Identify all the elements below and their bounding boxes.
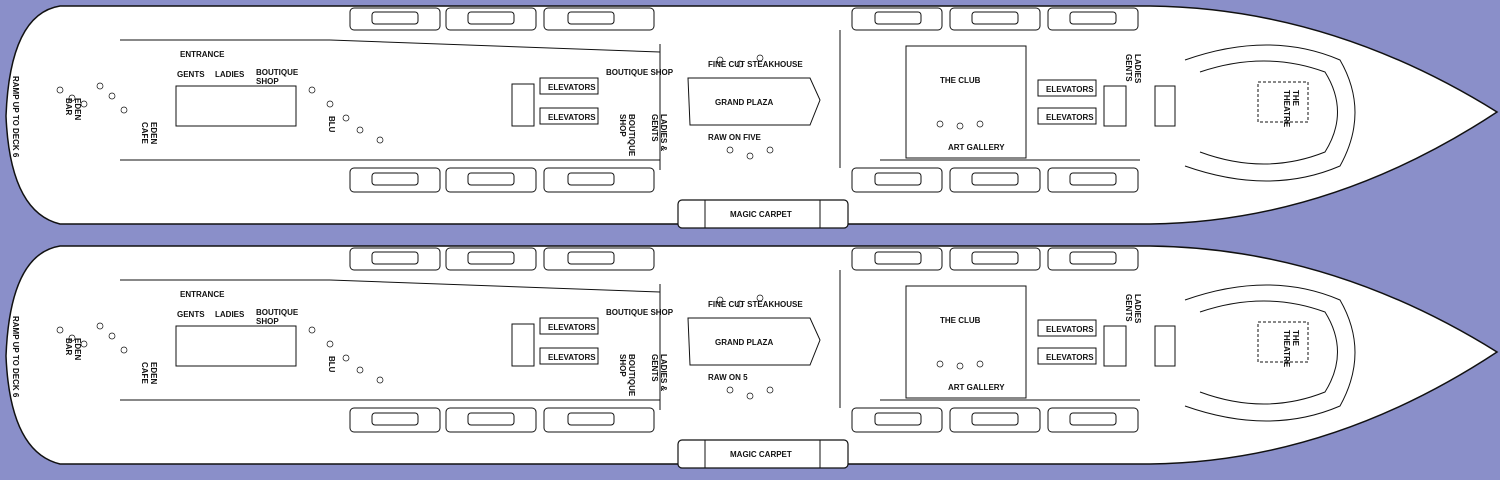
elevators-aft-2-label: ELEVATORS xyxy=(548,113,596,122)
boutique-shop-aft-label: BOUTIQUE SHOP xyxy=(256,308,299,326)
magic-carpet-platform xyxy=(677,199,849,229)
blu-label: BLU xyxy=(327,356,336,373)
interior-walls xyxy=(120,30,1356,182)
ladies-label: LADIES xyxy=(215,70,245,79)
fine-cut-steakhouse-label: FINE CUT STEAKHOUSE xyxy=(708,300,803,309)
elevators-aft-1-label: ELEVATORS xyxy=(548,83,596,92)
deck-outline xyxy=(5,245,1499,469)
entrance-label: ENTRANCE xyxy=(180,290,225,299)
lifeboat-bays-top xyxy=(349,7,1139,31)
magic-carpet-label: MAGIC CARPET xyxy=(730,450,792,459)
entrance-label: ENTRANCE xyxy=(180,50,225,59)
seating xyxy=(56,54,984,160)
boutique-shop-vertical-label: BOUTIQUE SHOP xyxy=(618,114,636,157)
elevators-aft-2-label: ELEVATORS xyxy=(548,353,596,362)
eden-bar-label: EDEN BAR xyxy=(64,98,82,121)
grand-plaza-label: GRAND PLAZA xyxy=(715,338,774,347)
raw-label: RAW ON 5 xyxy=(708,373,748,382)
boutique-shop-mid-label: BOUTIQUE SHOP xyxy=(606,68,674,77)
eden-cafe-label: EDEN CAFE xyxy=(140,362,158,385)
elevators-fwd-1-label: ELEVATORS xyxy=(1046,85,1094,94)
lifeboat-bays-bottom xyxy=(349,167,1139,193)
elevators-fwd-2-label: ELEVATORS xyxy=(1046,353,1094,362)
deck-plan-1: RAMP UP TO DECK 6 ENTRANCE GENTS LADIES … xyxy=(5,5,1499,229)
ladies-gents-mid-label: LADIES & GENTS xyxy=(650,114,668,152)
raw-label: RAW ON FIVE xyxy=(708,133,761,142)
deck-outline xyxy=(5,5,1499,229)
ramp-label: RAMP UP TO DECK 6 xyxy=(11,316,20,398)
lifeboat-bays-top xyxy=(349,247,1139,271)
interior-walls xyxy=(120,270,1356,422)
gents-label: GENTS xyxy=(177,310,205,319)
fine-cut-steakhouse-label: FINE CUT STEAKHOUSE xyxy=(708,60,803,69)
gents-label: GENTS xyxy=(177,70,205,79)
blu-label: BLU xyxy=(327,116,336,133)
ladies-gents-mid-label: LADIES & GENTS xyxy=(650,354,668,392)
ladies-label: LADIES xyxy=(215,310,245,319)
boutique-shop-aft-label: BOUTIQUE SHOP xyxy=(256,68,299,86)
magic-carpet-label: MAGIC CARPET xyxy=(730,210,792,219)
the-club-label: THE CLUB xyxy=(940,316,981,325)
deck-plan-2: RAMP UP TO DECK 6 ENTRANCE GENTS LADIES … xyxy=(0,240,1500,480)
elevators-fwd-2-label: ELEVATORS xyxy=(1046,113,1094,122)
boutique-shop-mid-label: BOUTIQUE SHOP xyxy=(606,308,674,317)
elevators-aft-1-label: ELEVATORS xyxy=(548,323,596,332)
ramp-label: RAMP UP TO DECK 6 xyxy=(11,76,20,158)
seating xyxy=(56,294,984,400)
magic-carpet-platform xyxy=(677,439,849,469)
the-theatre-label: THE THEATRE xyxy=(1282,90,1300,128)
elevators-fwd-1-label: ELEVATORS xyxy=(1046,325,1094,334)
ladies-gents-fwd-label: LADIES GENTS xyxy=(1124,294,1142,324)
lifeboat-bays-bottom xyxy=(349,407,1139,433)
grand-plaza-label: GRAND PLAZA xyxy=(715,98,774,107)
art-gallery-label: ART GALLERY xyxy=(948,143,1005,152)
the-theatre-label: THE THEATRE xyxy=(1282,330,1300,368)
eden-cafe-label: EDEN CAFE xyxy=(140,122,158,145)
art-gallery-label: ART GALLERY xyxy=(948,383,1005,392)
ladies-gents-fwd-label: LADIES GENTS xyxy=(1124,54,1142,84)
boutique-shop-vertical-label: BOUTIQUE SHOP xyxy=(618,354,636,397)
eden-bar-label: EDEN BAR xyxy=(64,338,82,361)
the-club-label: THE CLUB xyxy=(940,76,981,85)
